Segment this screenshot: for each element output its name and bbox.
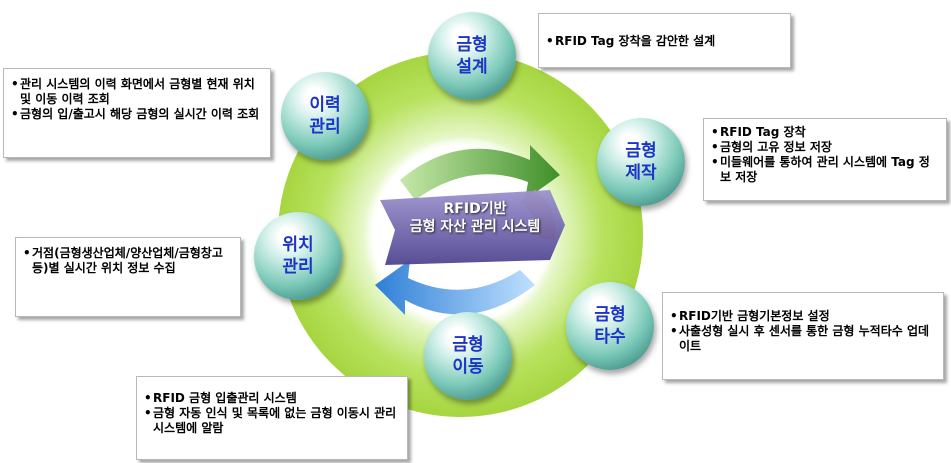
- node-design-line2: 설계: [456, 57, 488, 77]
- location-box: 거점(금형생산업체/양산업체/금형창고 등)별 실시간 위치 정보 수집: [15, 237, 241, 317]
- node-design-line1: 금형: [456, 35, 488, 55]
- design-box: RFID Tag 장착을 감안한 설계: [538, 13, 791, 68]
- node-shots-line1: 금형: [594, 305, 626, 325]
- arrow-blue: [375, 260, 535, 315]
- move-bullet-2: 금형 자동 인식 및 목록에 없는 금형 이동시 관리 시스템에 알람: [144, 406, 401, 436]
- cycle-arrows: [375, 145, 565, 315]
- node-manufacture-line2: 제작: [625, 163, 657, 183]
- history-box: 관리 시스템의 이력 화면에서 금형별 현재 위치 및 이동 이력 조회 금형의…: [3, 68, 271, 158]
- node-location-line1: 위치: [282, 235, 314, 255]
- history-bullet-1: 관리 시스템의 이력 화면에서 금형별 현재 위치 및 이동 이력 조회: [11, 77, 264, 107]
- design-bullet-1: RFID Tag 장착을 감안한 설계: [546, 34, 784, 49]
- node-history-line1: 이력: [309, 95, 341, 115]
- center-title-line1: RFID기반: [443, 201, 507, 217]
- history-bullet-2: 금형의 입/출고시 해당 금형의 실시간 이력 조회: [11, 107, 264, 122]
- node-move-line2: 이동: [452, 357, 484, 377]
- move-box: RFID 금형 입출관리 시스템 금형 자동 인식 및 목록에 없는 금형 이동…: [136, 376, 408, 460]
- center-title-line2: 금형 자산 관리 시스템: [409, 219, 541, 235]
- center-title: RFID기반 금형 자산 관리 시스템: [385, 200, 565, 236]
- shots-bullet-1: RFID기반 금형기본정보 설정: [670, 309, 937, 324]
- node-shots-line2: 타수: [594, 327, 626, 347]
- manufacture-bullet-3: 미들웨어를 통하여 관리 시스템에 Tag 정보 저장: [711, 155, 940, 185]
- manufacture-bullet-2: 금형의 고유 정보 저장: [711, 140, 940, 155]
- manufacture-bullet-1: RFID Tag 장착: [711, 125, 940, 140]
- node-location-line2: 관리: [282, 257, 314, 277]
- shots-box: RFID기반 금형기본정보 설정 사출성형 실시 후 센서를 통한 금형 누적타…: [662, 292, 944, 380]
- arrow-purple: [380, 190, 565, 265]
- arrow-green: [400, 145, 560, 200]
- node-manufacture-line1: 금형: [625, 141, 657, 161]
- location-bullet-1: 거점(금형생산업체/양산업체/금형창고 등)별 실시간 위치 정보 수집: [23, 246, 234, 276]
- node-history-line2: 관리: [309, 117, 341, 137]
- node-move-line1: 금형: [452, 335, 484, 355]
- manufacture-box: RFID Tag 장착 금형의 고유 정보 저장 미들웨어를 통하여 관리 시스…: [703, 118, 947, 201]
- shots-bullet-2: 사출성형 실시 후 센서를 통한 금형 누적타수 업데이트: [670, 324, 937, 354]
- move-bullet-1: RFID 금형 입출관리 시스템: [144, 391, 401, 406]
